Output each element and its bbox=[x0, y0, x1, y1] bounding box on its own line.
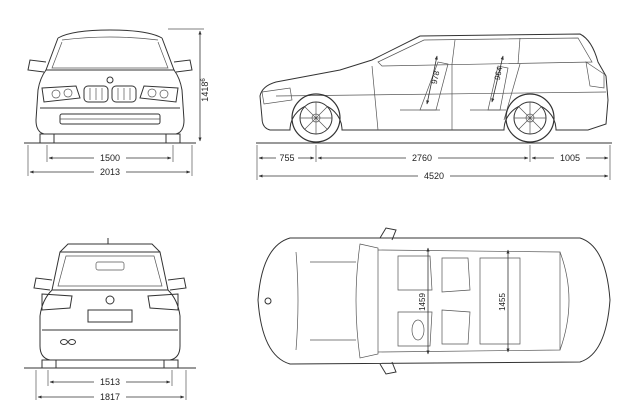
top-view bbox=[257, 227, 611, 375]
front-overhang-label: 755 bbox=[279, 153, 294, 163]
dimension-labels: 1500 2013 14186 755 2760 1005 4520 978 9… bbox=[94, 65, 586, 402]
wheelbase-label: 2760 bbox=[412, 153, 432, 163]
rear-overhang-label: 1005 bbox=[560, 153, 580, 163]
front-width-label: 2013 bbox=[100, 167, 120, 177]
rear-headroom-label: 964 bbox=[493, 65, 505, 80]
rear-width-label: 1817 bbox=[100, 392, 120, 402]
rear-track-label: 1513 bbox=[100, 377, 120, 387]
front-track-label: 1500 bbox=[100, 153, 120, 163]
side-view bbox=[256, 33, 612, 180]
length-label: 4520 bbox=[424, 171, 444, 181]
height-label: 14186 bbox=[200, 78, 210, 102]
front-shoulder-label: 1459 bbox=[418, 293, 427, 311]
rear-shoulder-label: 1455 bbox=[498, 293, 507, 311]
front-headroom-label: 978 bbox=[430, 69, 442, 84]
rear-view bbox=[24, 238, 196, 400]
